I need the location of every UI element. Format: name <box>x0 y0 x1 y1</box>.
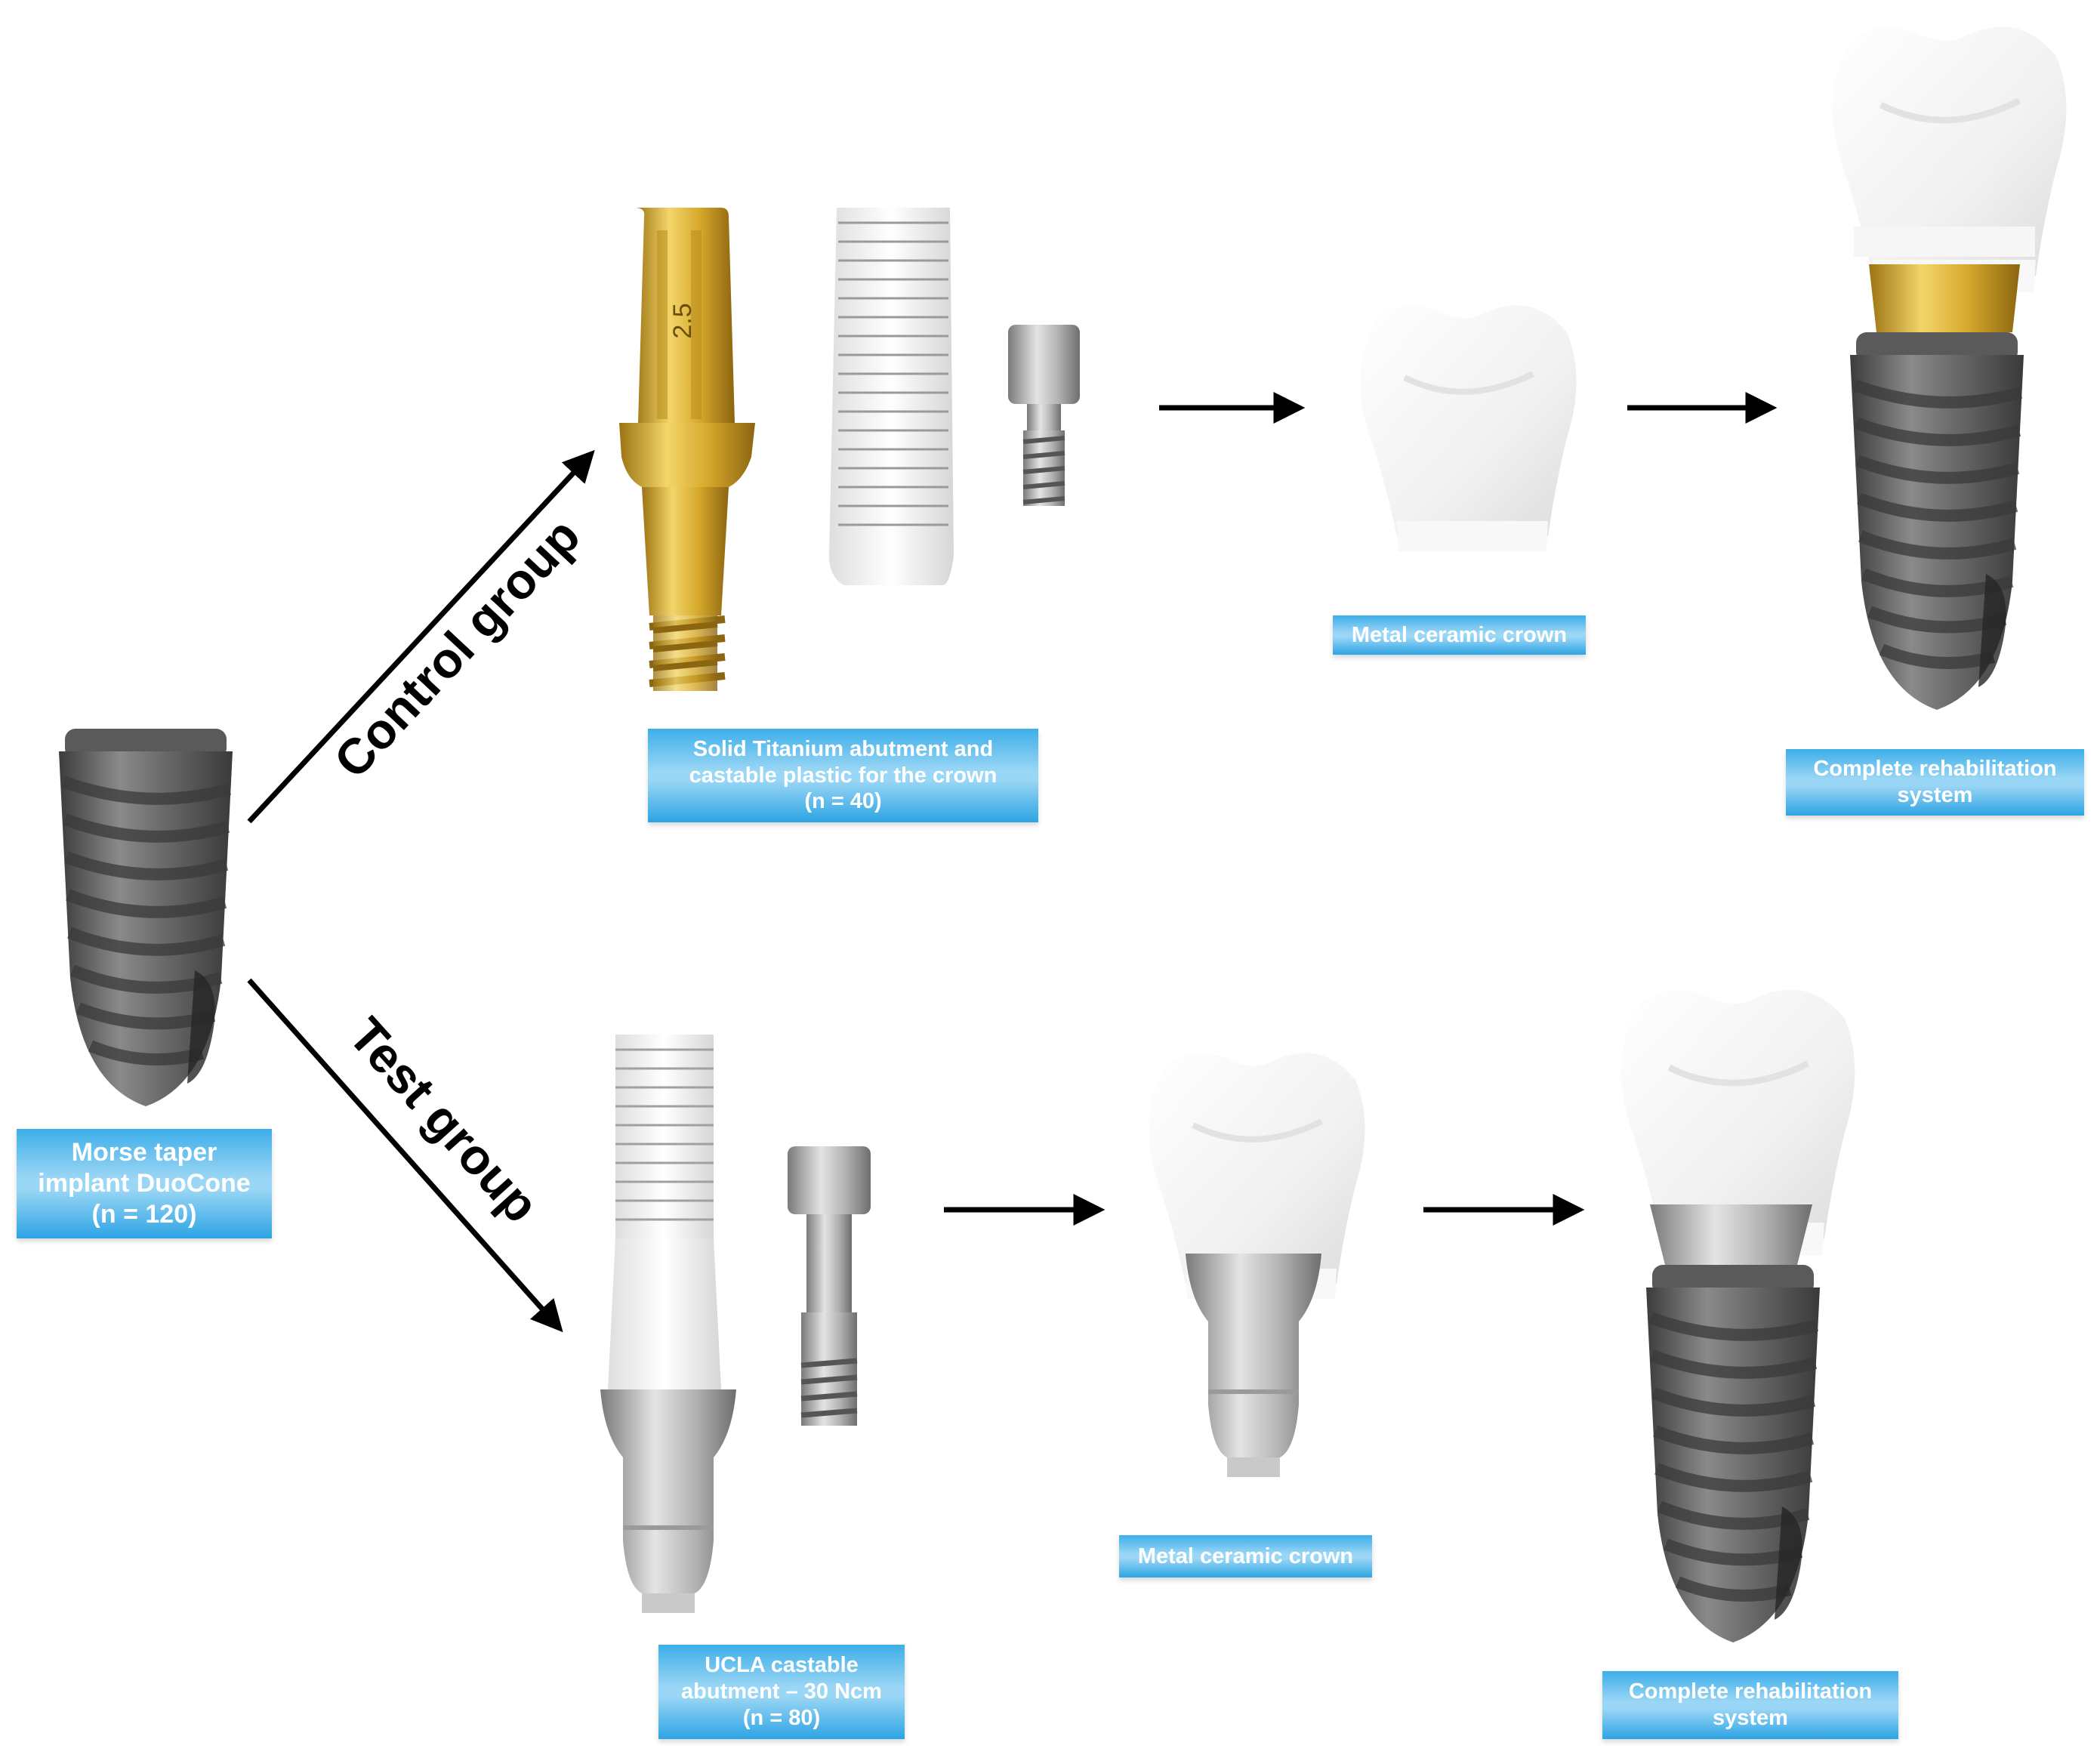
test-abutment-line2: abutment – 30 Ncm <box>681 1679 882 1704</box>
implant-label-line3: (n = 120) <box>91 1199 197 1229</box>
test-abutment-line1: UCLA castable <box>705 1653 859 1678</box>
test-complete-line2: system <box>1713 1706 1788 1730</box>
ucla-castable-abutment <box>600 1035 736 1613</box>
control-prosthetic-screw <box>1008 325 1080 506</box>
control-abutment-label: Solid Titanium abutment and castable pla… <box>648 729 1038 822</box>
test-crown-label: Metal ceramic crown <box>1119 1535 1372 1577</box>
control-abutment-line3: (n = 40) <box>804 789 882 814</box>
implant-label: Morse taper implant DuoCone (n = 120) <box>17 1129 272 1238</box>
morse-taper-implant <box>59 729 233 1106</box>
test-complete-system <box>1621 990 1855 1642</box>
test-complete-line1: Complete rehabilitation <box>1628 1679 1873 1704</box>
test-crown-on-base <box>1149 1053 1365 1477</box>
test-complete-label: Complete rehabilitation system <box>1602 1671 1898 1739</box>
gold-solid-abutment: 2.5 <box>619 208 755 691</box>
implant-label-line2: implant DuoCone <box>38 1169 251 1198</box>
control-crown <box>1360 305 1576 551</box>
test-branch-arrow <box>247 978 563 1333</box>
castable-plastic-sleeve <box>829 208 954 585</box>
control-complete-line1: Complete rehabilitation <box>1813 757 2057 782</box>
control-abutment-line2: castable plastic for the crown <box>689 763 998 788</box>
control-complete-system <box>1833 27 2066 710</box>
control-complete-line2: system <box>1897 783 1973 807</box>
control-branch-arrow <box>247 449 595 824</box>
test-prosthetic-screw <box>788 1146 871 1426</box>
implant-label-line1: Morse taper <box>71 1138 217 1167</box>
control-crown-label: Metal ceramic crown <box>1333 615 1586 655</box>
test-abutment-line3: (n = 80) <box>742 1705 821 1730</box>
abutment-marking: 2.5 <box>668 303 697 338</box>
control-complete-label: Complete rehabilitation system <box>1786 749 2084 816</box>
control-abutment-line1: Solid Titanium abutment and <box>692 736 994 761</box>
test-abutment-label: UCLA castable abutment – 30 Ncm (n = 80) <box>658 1645 905 1739</box>
